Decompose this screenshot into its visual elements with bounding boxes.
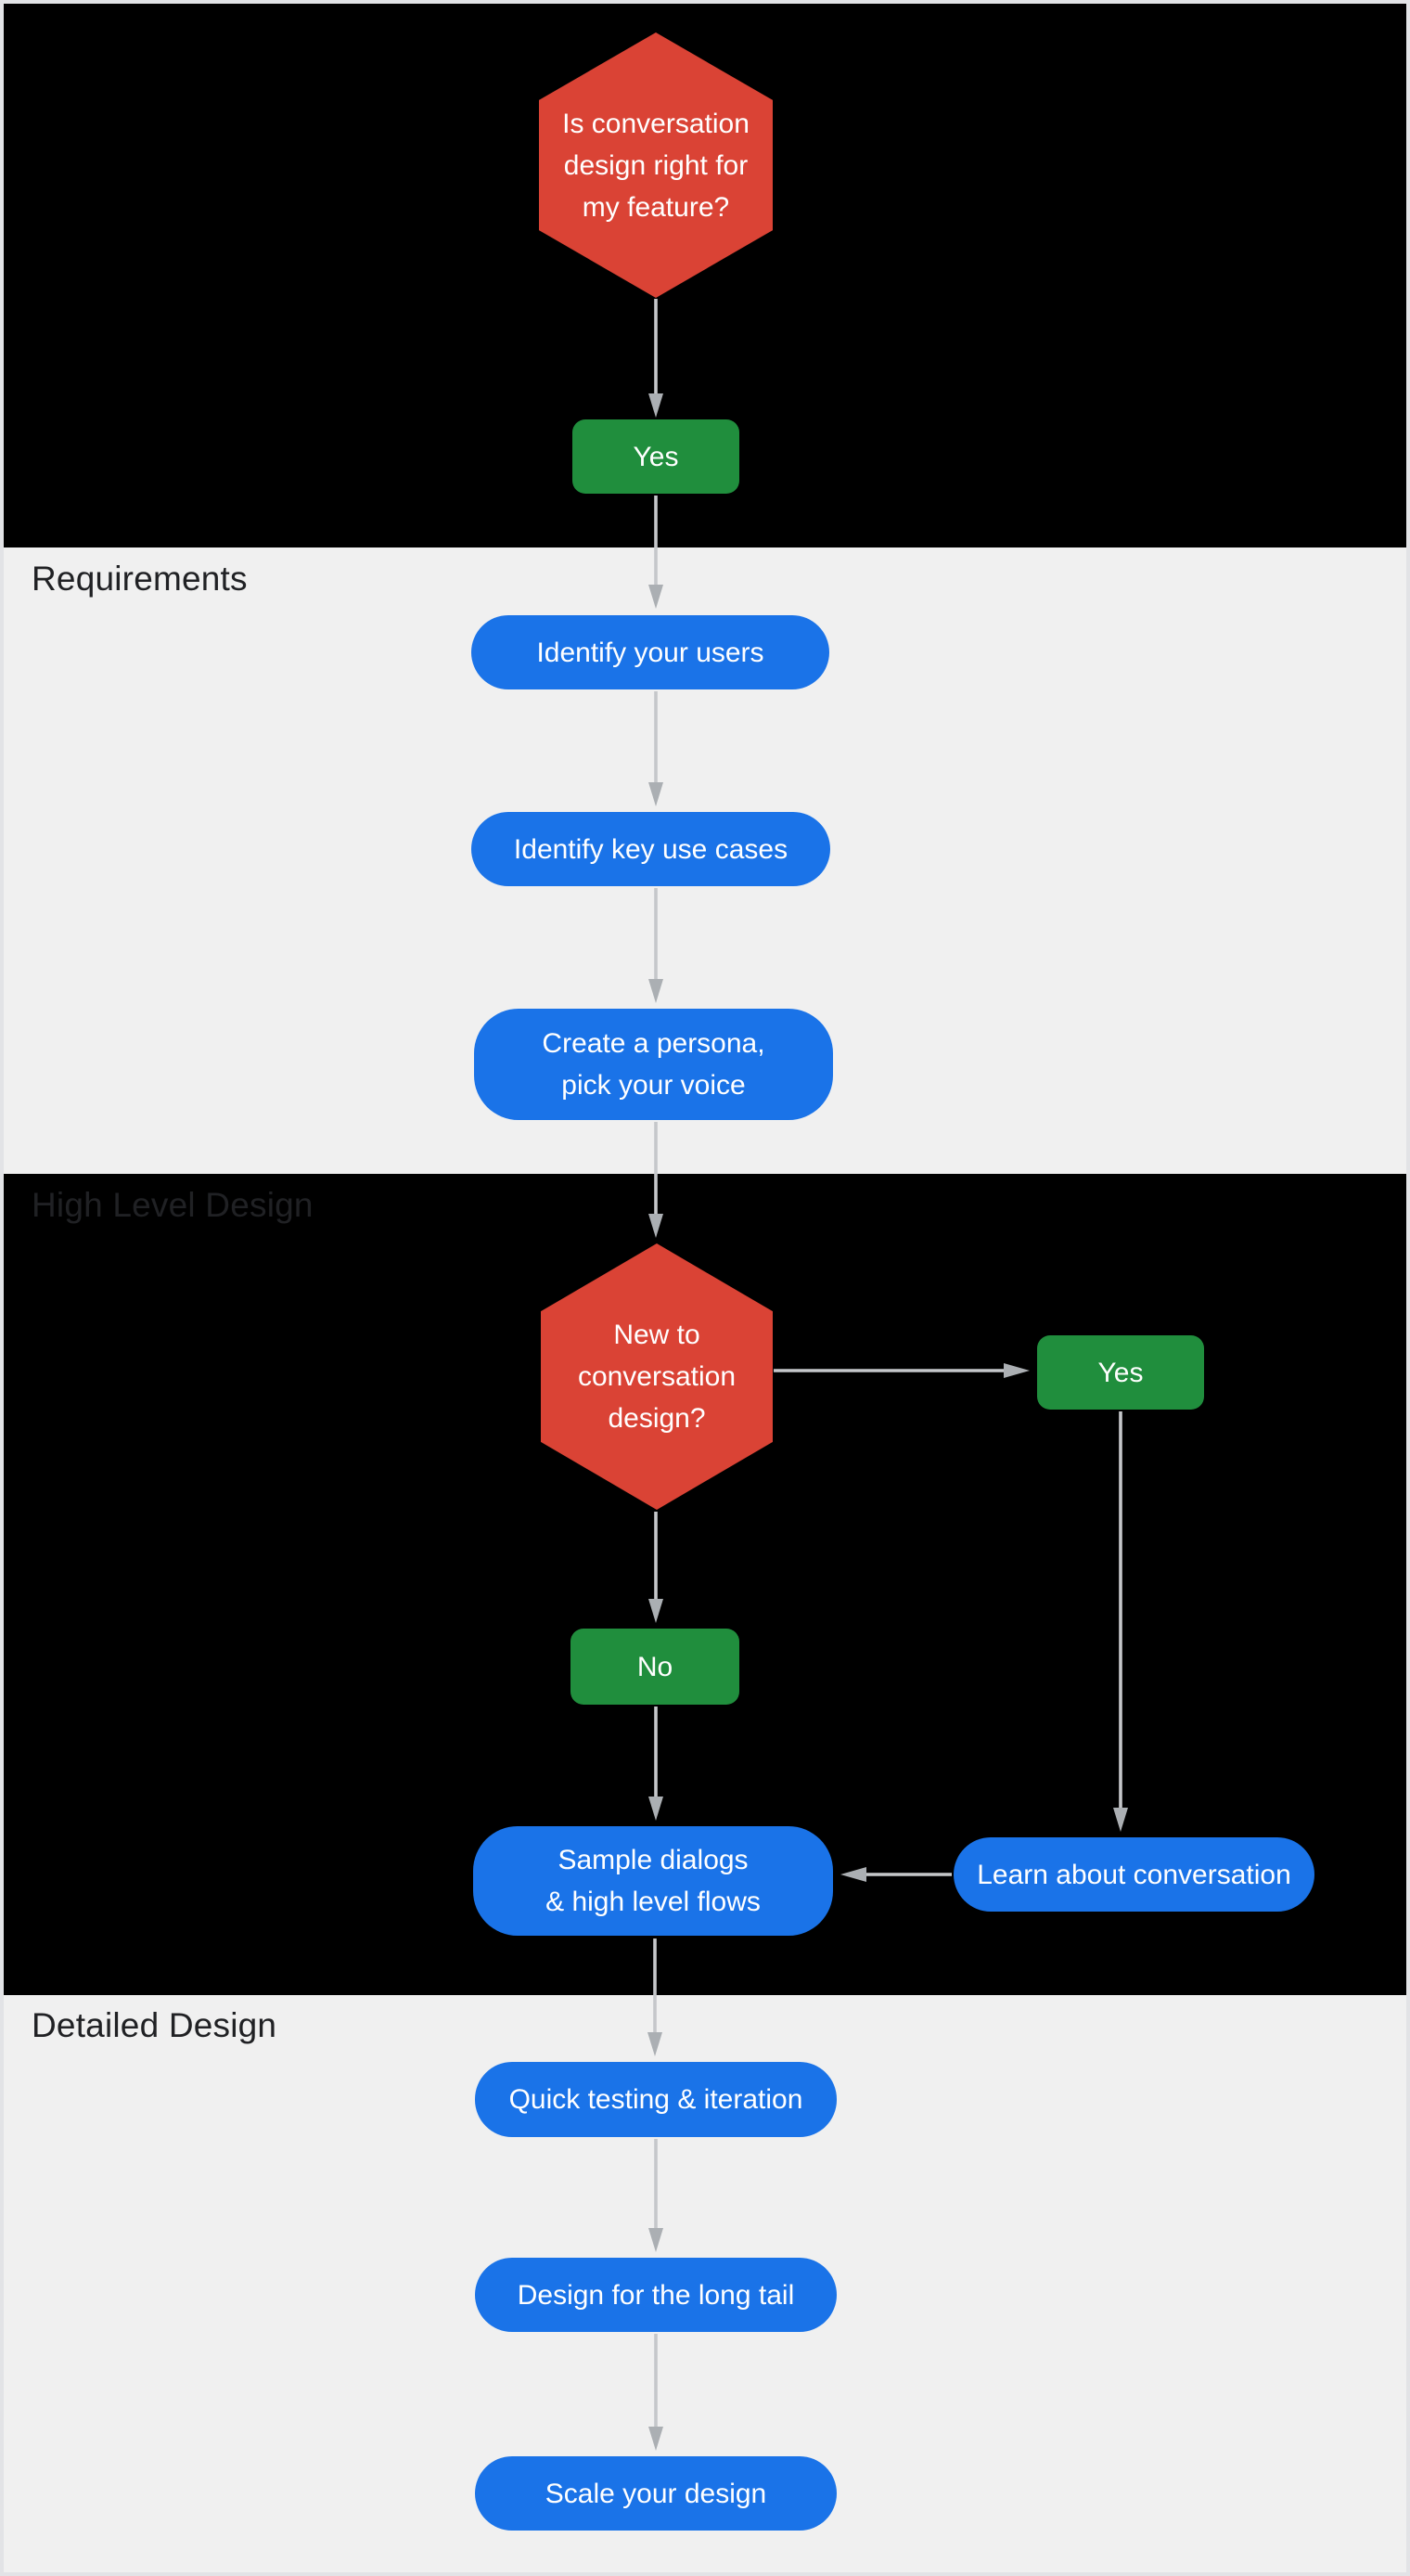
step-design-for-long-tail[interactable]: Design for the long tail <box>475 2258 837 2332</box>
step-text-line: Sample dialogs <box>558 1845 749 1875</box>
step-text-line: Create a persona, <box>542 1028 765 1059</box>
section-label-detailed-design: Detailed Design <box>32 2006 277 2044</box>
choice-no-not-new[interactable]: No <box>570 1629 739 1705</box>
step-learn-about-conversation[interactable]: Learn about conversation <box>954 1837 1314 1912</box>
step-identify-key-use-cases[interactable]: Identify key use cases <box>471 812 830 886</box>
section-label-high-level-design: High Level Design <box>32 1186 314 1224</box>
step-scale-your-design[interactable]: Scale your design <box>475 2456 837 2531</box>
choice-yes-feature[interactable]: Yes <box>572 419 739 494</box>
decision-text-line: design right for <box>563 149 749 181</box>
decision-text-line: design? <box>608 1403 706 1434</box>
step-create-persona-pick-voice[interactable]: Create a persona, pick your voice <box>474 1009 833 1120</box>
step-identify-your-users[interactable]: Identify your users <box>471 615 829 689</box>
section-label-requirements: Requirements <box>32 560 248 598</box>
step-quick-testing-iteration[interactable]: Quick testing & iteration <box>475 2062 837 2137</box>
step-text-line: & high level flows <box>545 1887 761 1917</box>
decision-text-line: Is conversation <box>562 108 750 139</box>
decision-text-line: my feature? <box>582 191 730 223</box>
step-sample-dialogs-high-level-flows[interactable]: Sample dialogs & high level flows <box>473 1826 833 1936</box>
step-text-line: pick your voice <box>561 1070 746 1101</box>
choice-yes-new-to-design[interactable]: Yes <box>1037 1335 1204 1410</box>
decision-text-line: New to <box>613 1320 700 1350</box>
decision-text-line: conversation <box>577 1361 737 1392</box>
